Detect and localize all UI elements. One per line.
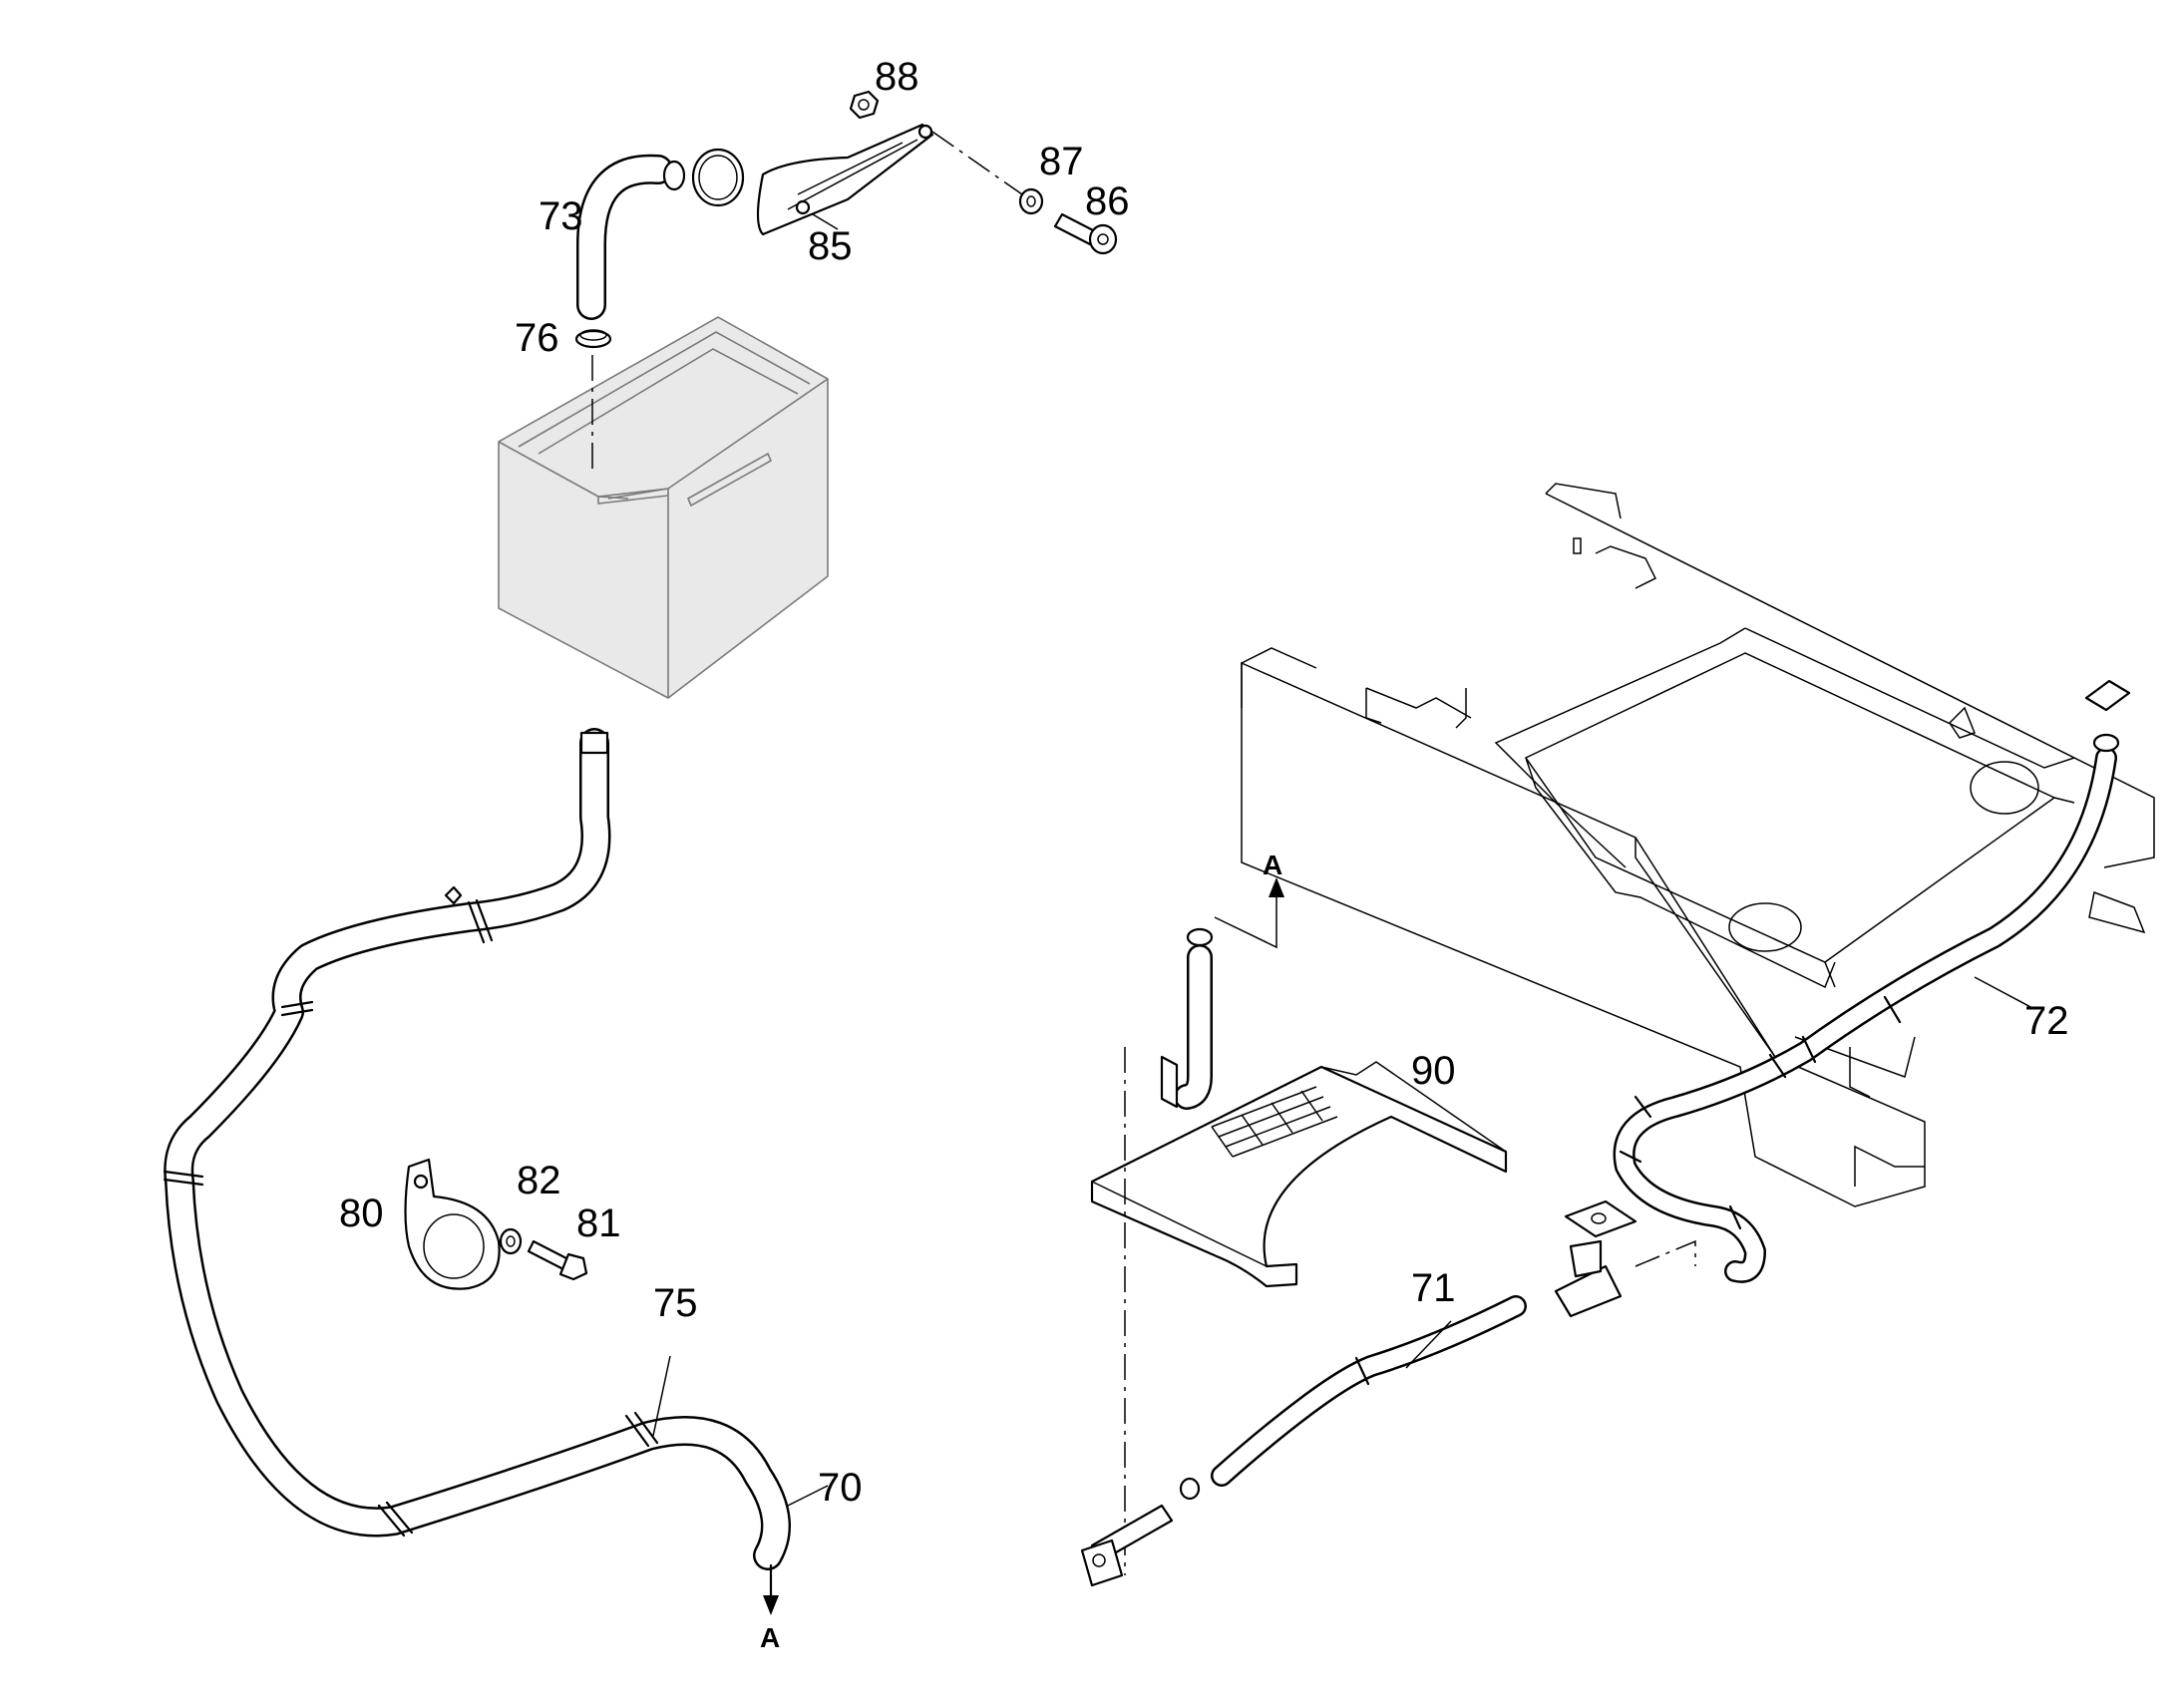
callout-80: 80 — [339, 1192, 384, 1235]
callout-85: 85 — [808, 224, 853, 268]
section-line-top — [1214, 882, 1277, 949]
callout-73: 73 — [539, 194, 583, 238]
elbow-fitting-left — [1080, 1477, 1201, 1587]
mesh-grid — [1211, 1086, 1338, 1158]
callout-82: 82 — [517, 1159, 561, 1202]
bracket-90 — [1090, 1061, 1508, 1288]
riser-pipe — [1160, 927, 1214, 1110]
section-arrow-top — [1269, 877, 1284, 897]
centerline-bracket-screw — [931, 131, 1023, 195]
callout-72: 72 — [2024, 999, 2069, 1043]
centerline-tee — [1635, 1239, 1696, 1267]
nut-88 — [849, 90, 880, 120]
callout-88: 88 — [875, 55, 919, 99]
callout-86: 86 — [1085, 179, 1130, 223]
callout-87: 87 — [1039, 140, 1084, 183]
callout-75: 75 — [653, 1281, 698, 1325]
callout-76: 76 — [515, 316, 559, 360]
hose-72 — [1613, 679, 2131, 1283]
callout-90: 90 — [1411, 1049, 1456, 1093]
machine-frame — [1241, 483, 2155, 1207]
leader-lines — [652, 213, 2035, 1507]
clamp-80 — [404, 1158, 501, 1290]
hose-71 — [1211, 1295, 1527, 1487]
tee-fitting — [1554, 1199, 1637, 1318]
bolt-81 — [527, 1239, 588, 1281]
callout-81: 81 — [576, 1201, 621, 1245]
bolt-86 — [1053, 212, 1118, 255]
hose-clamp-ring — [691, 148, 745, 207]
callout-71: 71 — [1411, 1266, 1456, 1310]
washer-87 — [1018, 187, 1044, 215]
hose-73 — [576, 154, 686, 320]
callout-labels: 88 73 85 87 86 76 80 82 81 75 70 90 71 7… — [339, 55, 2069, 1653]
section-label-a-bottom: A — [760, 1622, 780, 1653]
washer-82 — [499, 1227, 523, 1255]
hose-70 — [163, 728, 791, 1570]
reservoir-tank — [498, 316, 829, 699]
bracket-85 — [756, 123, 934, 236]
section-arrow-bottom — [763, 1563, 779, 1615]
section-label-a-top: A — [1263, 850, 1282, 880]
ring-76 — [574, 329, 612, 349]
callout-70: 70 — [818, 1466, 863, 1510]
